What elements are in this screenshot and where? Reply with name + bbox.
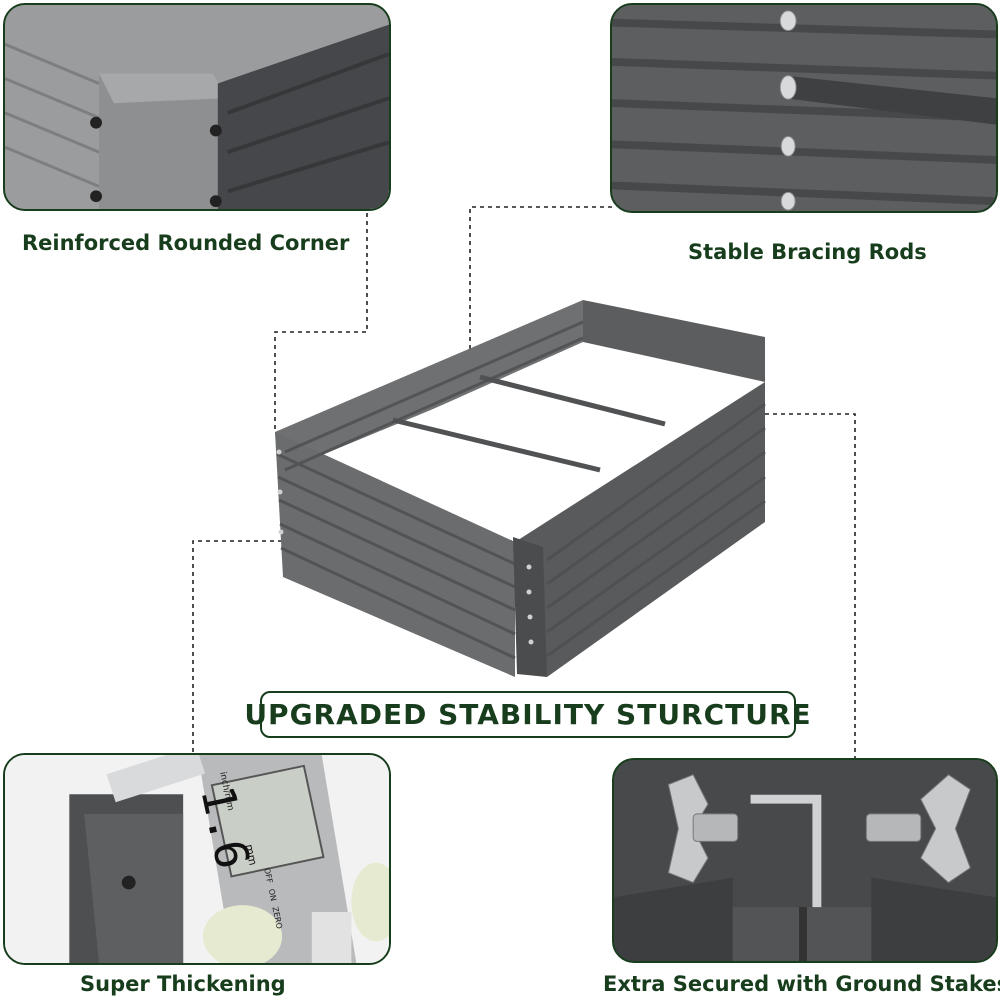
- ground-stakes-photo: [612, 758, 998, 963]
- headline-banner: UPGRADED STABILITY STURCTURE: [244, 691, 811, 738]
- caption-stakes: Extra Secured with Ground Stakes: [603, 972, 1000, 996]
- bracing-detail-photo: [610, 3, 998, 213]
- raised-garden-bed-image: [275, 300, 766, 677]
- corner-detail-photo: [3, 3, 391, 211]
- thickness-caliper-photo: inch/mm 1.6 mm OFF ON ZERO: [3, 753, 391, 965]
- caption-corner: Reinforced Rounded Corner: [22, 231, 350, 255]
- caption-thickness: Super Thickening: [80, 972, 286, 996]
- caption-bracing: Stable Bracing Rods: [688, 240, 927, 264]
